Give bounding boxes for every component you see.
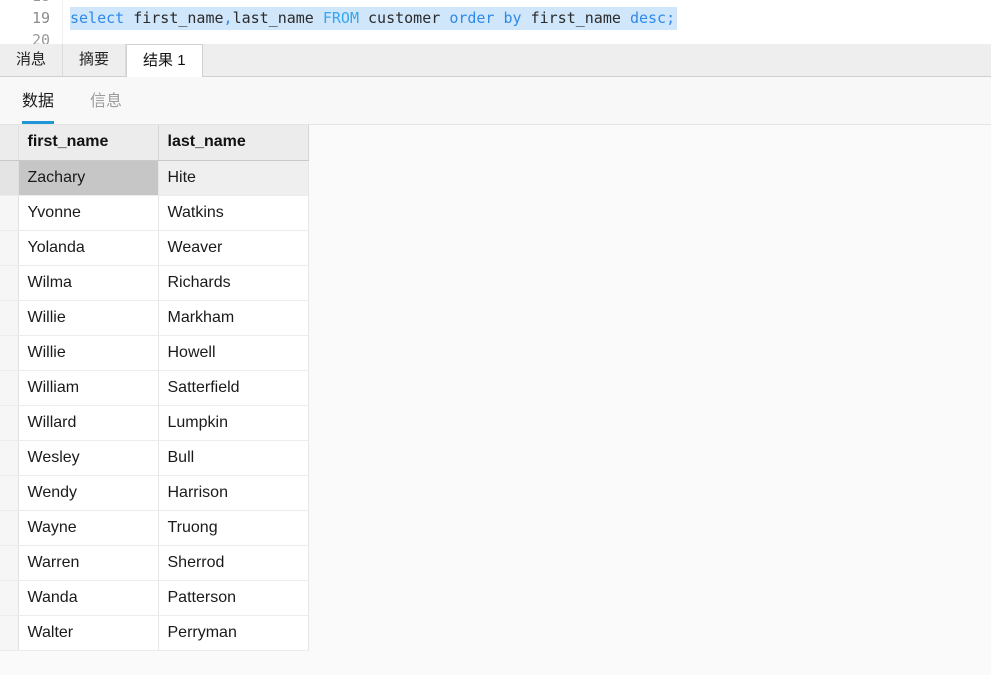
sql-token xyxy=(124,9,133,27)
grid-cell-last-name[interactable]: Markham xyxy=(158,300,309,336)
sql-token: by xyxy=(503,9,522,27)
grid-cell-last-name[interactable]: Satterfield xyxy=(158,370,309,406)
sql-token: FROM xyxy=(322,9,359,27)
sql-token: first_name xyxy=(133,9,224,27)
grid-cell-first-name[interactable]: Zachary xyxy=(18,160,159,196)
sql-token xyxy=(314,9,323,27)
grid-cell-last-name[interactable]: Lumpkin xyxy=(158,405,309,441)
sql-token: , xyxy=(223,9,233,27)
grid-cell-last-name[interactable]: Bull xyxy=(158,440,309,476)
grid-cell-first-name[interactable]: Wendy xyxy=(18,475,159,511)
result-tab-bar: 消息 摘要 结果 1 xyxy=(0,44,991,77)
subtab-data[interactable]: 数据 xyxy=(22,87,55,124)
sql-token xyxy=(522,9,531,27)
row-header-cell[interactable] xyxy=(0,195,19,231)
row-header-cell[interactable] xyxy=(0,300,19,336)
subtab-info[interactable]: 信息 xyxy=(90,92,123,110)
grid-cell-last-name[interactable]: Weaver xyxy=(158,230,309,266)
grid-cell-first-name[interactable]: Yvonne xyxy=(18,195,159,231)
grid-cell-first-name[interactable]: Wilma xyxy=(18,265,159,301)
sql-token xyxy=(494,9,503,27)
column-header-last-name[interactable]: last_name xyxy=(158,125,309,161)
row-header-cell[interactable] xyxy=(0,335,19,371)
sql-token xyxy=(359,9,368,27)
grid-cell-last-name[interactable]: Sherrod xyxy=(158,545,309,581)
sql-token: desc xyxy=(629,9,667,27)
row-header-cell[interactable] xyxy=(0,510,19,546)
row-header-cell[interactable] xyxy=(0,370,19,406)
tab-messages[interactable]: 消息 xyxy=(0,44,64,76)
line-number: 18 xyxy=(0,0,50,7)
row-header-cell[interactable] xyxy=(0,475,19,511)
sql-editor[interactable]: 18 19 20 select first_name,last_name FRO… xyxy=(0,0,991,44)
sql-token: ; xyxy=(666,9,676,27)
row-header-cell[interactable] xyxy=(0,405,19,441)
row-header-cell[interactable] xyxy=(0,160,19,196)
grid-cell-last-name[interactable]: Harrison xyxy=(158,475,309,511)
row-header-cell[interactable] xyxy=(0,440,19,476)
row-header-cell[interactable] xyxy=(0,545,19,581)
tab-result-1[interactable]: 结果 1 xyxy=(126,44,203,77)
grid-cell-first-name[interactable]: Wesley xyxy=(18,440,159,476)
row-header-cell[interactable] xyxy=(0,580,19,616)
grid-cell-last-name[interactable]: Hite xyxy=(158,160,309,196)
row-header-cell[interactable] xyxy=(0,615,19,651)
grid-cell-last-name[interactable]: Richards xyxy=(158,265,309,301)
grid-cell-first-name[interactable]: Warren xyxy=(18,545,159,581)
grid-cell-last-name[interactable]: Perryman xyxy=(158,615,309,651)
line-number-gutter: 18 19 20 xyxy=(0,0,63,44)
grid-cell-last-name[interactable]: Howell xyxy=(158,335,309,371)
result-sub-tab-bar: 数据 信息 xyxy=(0,77,991,125)
grid-cell-first-name[interactable]: William xyxy=(18,370,159,406)
line-number: 20 xyxy=(31,31,50,44)
grid-cell-first-name[interactable]: Yolanda xyxy=(18,230,159,266)
sql-statement-line[interactable]: select first_name,last_name FROM custome… xyxy=(70,7,678,30)
grid-cell-first-name[interactable]: Willard xyxy=(18,405,159,441)
grid-cell-first-name[interactable]: Wayne xyxy=(18,510,159,546)
sql-token: customer xyxy=(368,9,441,27)
grid-cell-first-name[interactable]: Willie xyxy=(18,335,159,371)
column-header-first-name[interactable]: first_name xyxy=(18,125,159,161)
tab-summary[interactable]: 摘要 xyxy=(63,44,127,76)
grid-cell-last-name[interactable]: Truong xyxy=(158,510,309,546)
row-header-corner xyxy=(0,125,19,161)
grid-cell-last-name[interactable]: Patterson xyxy=(158,580,309,616)
grid-cell-last-name[interactable]: Watkins xyxy=(158,195,309,231)
sql-token: first_name xyxy=(530,9,621,27)
grid-header-row: first_name last_name xyxy=(0,125,309,161)
sql-token xyxy=(440,9,449,27)
row-header-cell[interactable] xyxy=(0,265,19,301)
grid-cell-first-name[interactable]: Walter xyxy=(18,615,159,651)
sql-token: order xyxy=(449,9,495,27)
line-number: 19 xyxy=(31,9,50,27)
grid-cell-first-name[interactable]: Willie xyxy=(18,300,159,336)
grid-cell-first-name[interactable]: Wanda xyxy=(18,580,159,616)
sql-token: last_name xyxy=(232,9,314,27)
sql-token xyxy=(621,9,630,27)
sql-token: select xyxy=(70,9,125,27)
row-header-cell[interactable] xyxy=(0,230,19,266)
